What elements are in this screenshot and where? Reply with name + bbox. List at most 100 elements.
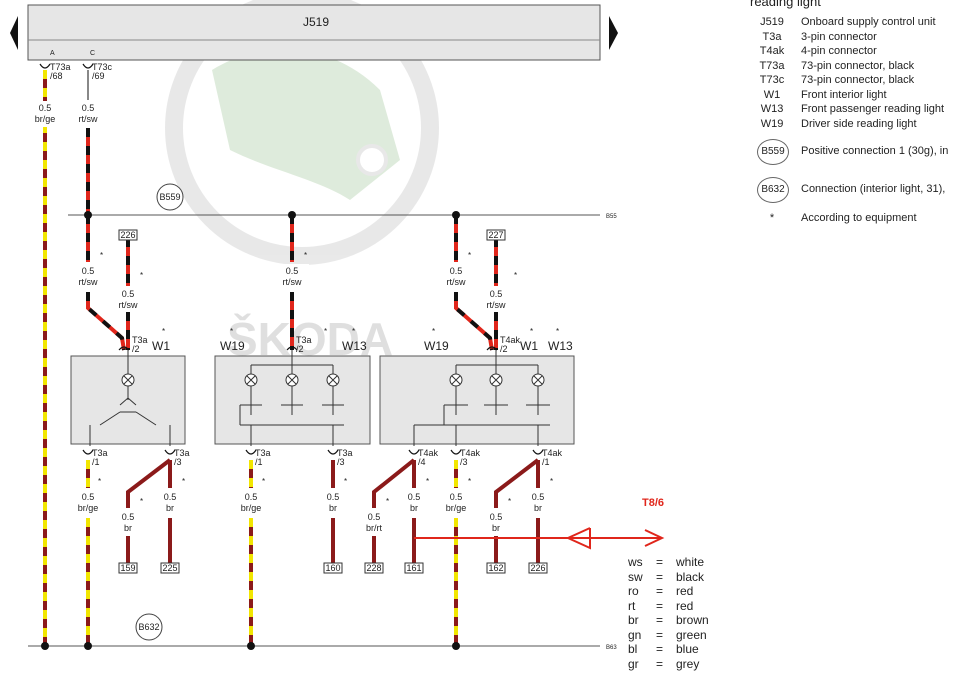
color-code-code: gr xyxy=(628,656,639,671)
color-code-name: white xyxy=(676,555,705,569)
svg-text:0.5br/rt: 0.5br/rt xyxy=(366,512,383,533)
svg-text:0.5rt/sw: 0.5rt/sw xyxy=(283,266,302,287)
color-code-eq: = xyxy=(656,569,664,584)
color-code-row: ws=white xyxy=(628,555,709,570)
svg-text:*: * xyxy=(432,327,435,336)
svg-text:*: * xyxy=(162,327,165,336)
j519-label: J519 xyxy=(303,15,329,29)
svg-text:0.5rt/sw: 0.5rt/sw xyxy=(487,289,506,310)
svg-text:*: * xyxy=(324,327,327,336)
connector-labels: T73a/68 T73c/69 T3a/2 T3a/2 T4ak/2 T3a/1… xyxy=(50,62,563,467)
svg-text:*: * xyxy=(386,497,389,506)
svg-text:T73c/69: T73c/69 xyxy=(92,62,113,81)
color-code-row: ro=red xyxy=(628,584,709,599)
svg-text:*: * xyxy=(182,477,185,486)
svg-text:227: 227 xyxy=(488,230,503,240)
svg-text:0.5br/ge: 0.5br/ge xyxy=(78,492,99,513)
color-code-row: bl=blue xyxy=(628,642,709,657)
legend-item-code: T73c xyxy=(759,74,785,86)
page-next-arrow-icon[interactable] xyxy=(609,16,618,50)
svg-text:B559: B559 xyxy=(159,192,180,202)
color-code-name: brown xyxy=(676,613,709,627)
legend-item-desc: 73-pin connector, black xyxy=(801,59,915,72)
svg-text:T3a/3: T3a/3 xyxy=(337,448,353,467)
svg-text:0.5rt/sw: 0.5rt/sw xyxy=(119,289,138,310)
svg-text:W1: W1 xyxy=(152,339,170,353)
color-code-eq: = xyxy=(656,627,664,642)
legend-item-desc: 4-pin connector xyxy=(801,45,877,57)
legend-item-desc: Driver side reading light xyxy=(801,117,917,130)
color-code-eq: = xyxy=(656,656,664,671)
svg-text:T4ak/4: T4ak/4 xyxy=(418,448,439,467)
svg-text:0.5br: 0.5br xyxy=(490,512,503,533)
color-code-code: ro xyxy=(628,584,639,598)
legend-item-code: W19 xyxy=(760,117,784,130)
color-code-name: green xyxy=(676,627,707,642)
reference-box: 226 227 159 225 160 228 161 162 226 xyxy=(118,229,548,574)
svg-text:0.5rt/sw: 0.5rt/sw xyxy=(79,266,98,287)
color-code-name: blue xyxy=(676,642,699,656)
svg-text:228: 228 xyxy=(366,563,381,573)
legend-item-desc: Onboard supply control unit xyxy=(801,16,936,28)
legend-item: W19 Driver side reading light xyxy=(750,117,944,132)
internal-switch-wiring xyxy=(89,348,550,446)
legend-item-desc: 73-pin connector, black xyxy=(801,74,915,86)
legend-item-desc: Front passenger reading light xyxy=(801,103,945,115)
color-code-code: br xyxy=(628,613,639,627)
color-code-row: gn=green xyxy=(628,628,709,643)
svg-text:0.5rt/sw: 0.5rt/sw xyxy=(79,103,98,124)
legend-item: J519 Onboard supply control unit xyxy=(750,15,944,30)
top-bus-label: B55 xyxy=(606,214,617,220)
svg-text:160: 160 xyxy=(325,563,340,573)
legend-item: T4ak 4-pin connector xyxy=(750,44,944,59)
svg-text:0.5rt/sw: 0.5rt/sw xyxy=(447,266,466,287)
svg-text:0.5br: 0.5br xyxy=(532,492,545,513)
t8-6-label: T8/6 xyxy=(642,497,664,509)
svg-text:T4ak/2: T4ak/2 xyxy=(500,335,521,354)
svg-text:*: * xyxy=(514,271,517,280)
svg-text:226: 226 xyxy=(530,563,545,573)
svg-text:W19: W19 xyxy=(424,339,449,353)
legend-item-code: W13 xyxy=(760,103,784,115)
svg-text:*: * xyxy=(468,251,471,260)
legend-item-code: W1 xyxy=(763,88,781,101)
svg-text:0.5br/ge: 0.5br/ge xyxy=(35,103,56,124)
svg-text:0.5br: 0.5br xyxy=(327,492,340,513)
svg-text:226: 226 xyxy=(120,230,135,240)
svg-text:T3a/3: T3a/3 xyxy=(174,448,190,467)
svg-text:*: * xyxy=(230,327,233,336)
t8-6-annotation xyxy=(414,527,665,550)
svg-text:W1: W1 xyxy=(520,339,538,353)
svg-text:T4ak/1: T4ak/1 xyxy=(542,448,563,467)
svg-text:*: * xyxy=(550,477,553,486)
color-code-row: gr=grey xyxy=(628,657,709,672)
legend-note: * According to equipment xyxy=(769,212,917,224)
wires xyxy=(43,70,540,646)
color-code-eq: = xyxy=(656,598,664,613)
legend-item-code: J519 xyxy=(760,16,784,28)
color-code-eq: = xyxy=(656,642,664,656)
svg-text:T73a/68: T73a/68 xyxy=(50,62,71,81)
legend-item: W13 Front passenger reading light xyxy=(750,102,944,117)
component-labels: W1 W19 W13 W19 W1 W13 xyxy=(152,339,573,353)
color-code-row: br=brown xyxy=(628,613,709,628)
b559-marker: B559 xyxy=(156,183,184,211)
color-code-code: rt xyxy=(628,598,636,613)
svg-text:T3a/2: T3a/2 xyxy=(132,335,148,354)
svg-text:162: 162 xyxy=(488,563,503,573)
page-prev-arrow-icon[interactable] xyxy=(10,16,18,50)
legend-item-code: T4ak xyxy=(759,45,785,57)
junction-dot xyxy=(41,211,460,650)
bottom-bus-label: B63 xyxy=(606,645,617,651)
legend-item-code: T3a xyxy=(762,30,782,43)
color-code-row: sw=black xyxy=(628,570,709,585)
svg-text:W19: W19 xyxy=(220,339,245,353)
color-code-name: black xyxy=(676,569,705,584)
svg-text:B632: B632 xyxy=(138,622,159,632)
legend-item-code: T73a xyxy=(759,59,785,72)
svg-text:0.5br: 0.5br xyxy=(164,492,177,513)
